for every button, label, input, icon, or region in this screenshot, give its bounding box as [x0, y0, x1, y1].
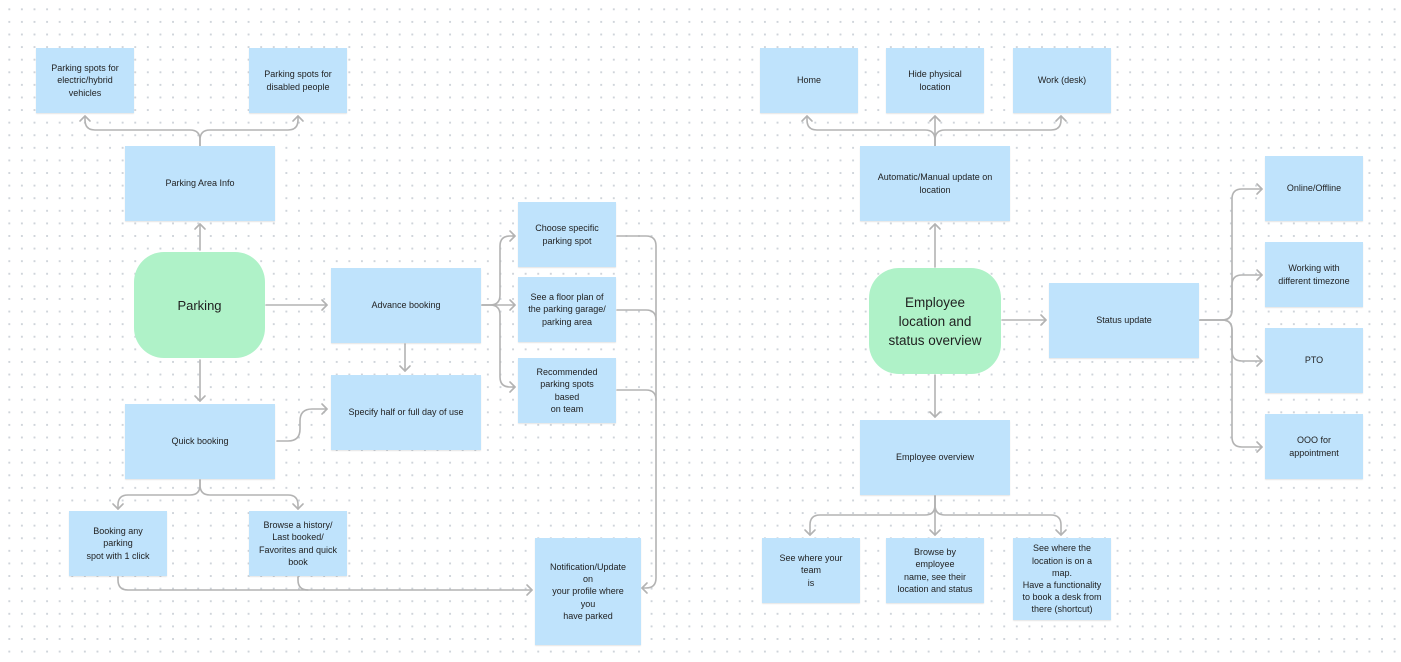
floor-plan-note[interactable]: See a floor plan of the parking garage/ … [518, 277, 616, 342]
connector-hub-to-overview [929, 374, 941, 418]
connector-parking-to-quick [194, 359, 206, 402]
parking-area-info-note[interactable]: Parking Area Info [125, 146, 275, 221]
work-desk-note[interactable]: Work (desk) [1013, 48, 1111, 113]
employee-overview-note[interactable]: Employee overview [860, 420, 1010, 495]
employee-location-hub[interactable]: Employee location and status overview [869, 268, 1001, 374]
auto-manual-update-note[interactable]: Automatic/Manual update on location [860, 146, 1010, 221]
home-note[interactable]: Home [760, 48, 858, 113]
pto-note[interactable]: PTO [1265, 328, 1363, 393]
connector-status-to-timezone [1199, 269, 1263, 321]
connector-choose-spot-to-notification [616, 235, 657, 594]
history-favorites-note[interactable]: Browse a history/ Last booked/ Favorites… [249, 511, 347, 576]
connector-advance-to-choose-spot [481, 230, 516, 306]
quick-booking-note[interactable]: Quick booking [125, 404, 275, 479]
parking-hub[interactable]: Parking [134, 252, 265, 358]
electric-hybrid-spots-note[interactable]: Parking spots for electric/hybrid vehicl… [36, 48, 134, 113]
one-click-booking-note[interactable]: Booking any parking spot with 1 click [69, 511, 167, 576]
connector-area-info-to-disabled [199, 115, 304, 147]
connector-quick-to-one-click [112, 479, 201, 510]
advance-booking-note[interactable]: Advance booking [331, 268, 481, 343]
ooo-appointment-note[interactable]: OOO for appointment [1265, 414, 1363, 479]
choose-specific-spot-note[interactable]: Choose specific parking spot [518, 202, 616, 267]
recommended-spots-note[interactable]: Recommended parking spots based on team [518, 358, 616, 423]
status-update-note[interactable]: Status update [1049, 283, 1199, 358]
different-timezone-note[interactable]: Working with different timezone [1265, 242, 1363, 307]
connector-auto-manual-to-work-desk [934, 115, 1067, 147]
browse-by-name-note[interactable]: Browse by employee name, see their locat… [886, 538, 984, 603]
connector-floor-plan-merge [616, 309, 657, 321]
connector-advance-to-recommended [481, 304, 516, 393]
connector-auto-manual-to-home [801, 115, 936, 147]
connector-one-click-to-notification [117, 576, 533, 596]
connector-hub-to-auto-manual [929, 223, 941, 268]
connector-hub-to-status-update [1001, 314, 1047, 326]
connector-overview-to-team [804, 495, 936, 536]
connector-overview-to-map [934, 495, 1067, 536]
notification-update-note[interactable]: Notification/Update on your profile wher… [535, 538, 641, 645]
connector-status-to-ooo [1199, 319, 1263, 453]
see-team-note[interactable]: See where your team is [762, 538, 860, 603]
connector-history-merge [297, 576, 309, 591]
connector-parking-to-area-info [194, 223, 206, 251]
half-full-day-note[interactable]: Specify half or full day of use [331, 375, 481, 450]
connector-area-info-to-electric [79, 115, 201, 147]
online-offline-note[interactable]: Online/Offline [1265, 156, 1363, 221]
connector-quick-to-half-day [276, 403, 328, 442]
connector-status-to-online [1199, 183, 1263, 321]
disabled-spots-note[interactable]: Parking spots for disabled people [249, 48, 347, 113]
connector-recommended-merge [616, 389, 657, 401]
connector-advance-to-half-day [399, 343, 411, 372]
hide-physical-location-note[interactable]: Hide physical location [886, 48, 984, 113]
connector-quick-to-history [199, 479, 304, 510]
map-location-note[interactable]: See where the location is on a map. Have… [1013, 538, 1111, 620]
connector-parking-to-advance [265, 299, 328, 311]
